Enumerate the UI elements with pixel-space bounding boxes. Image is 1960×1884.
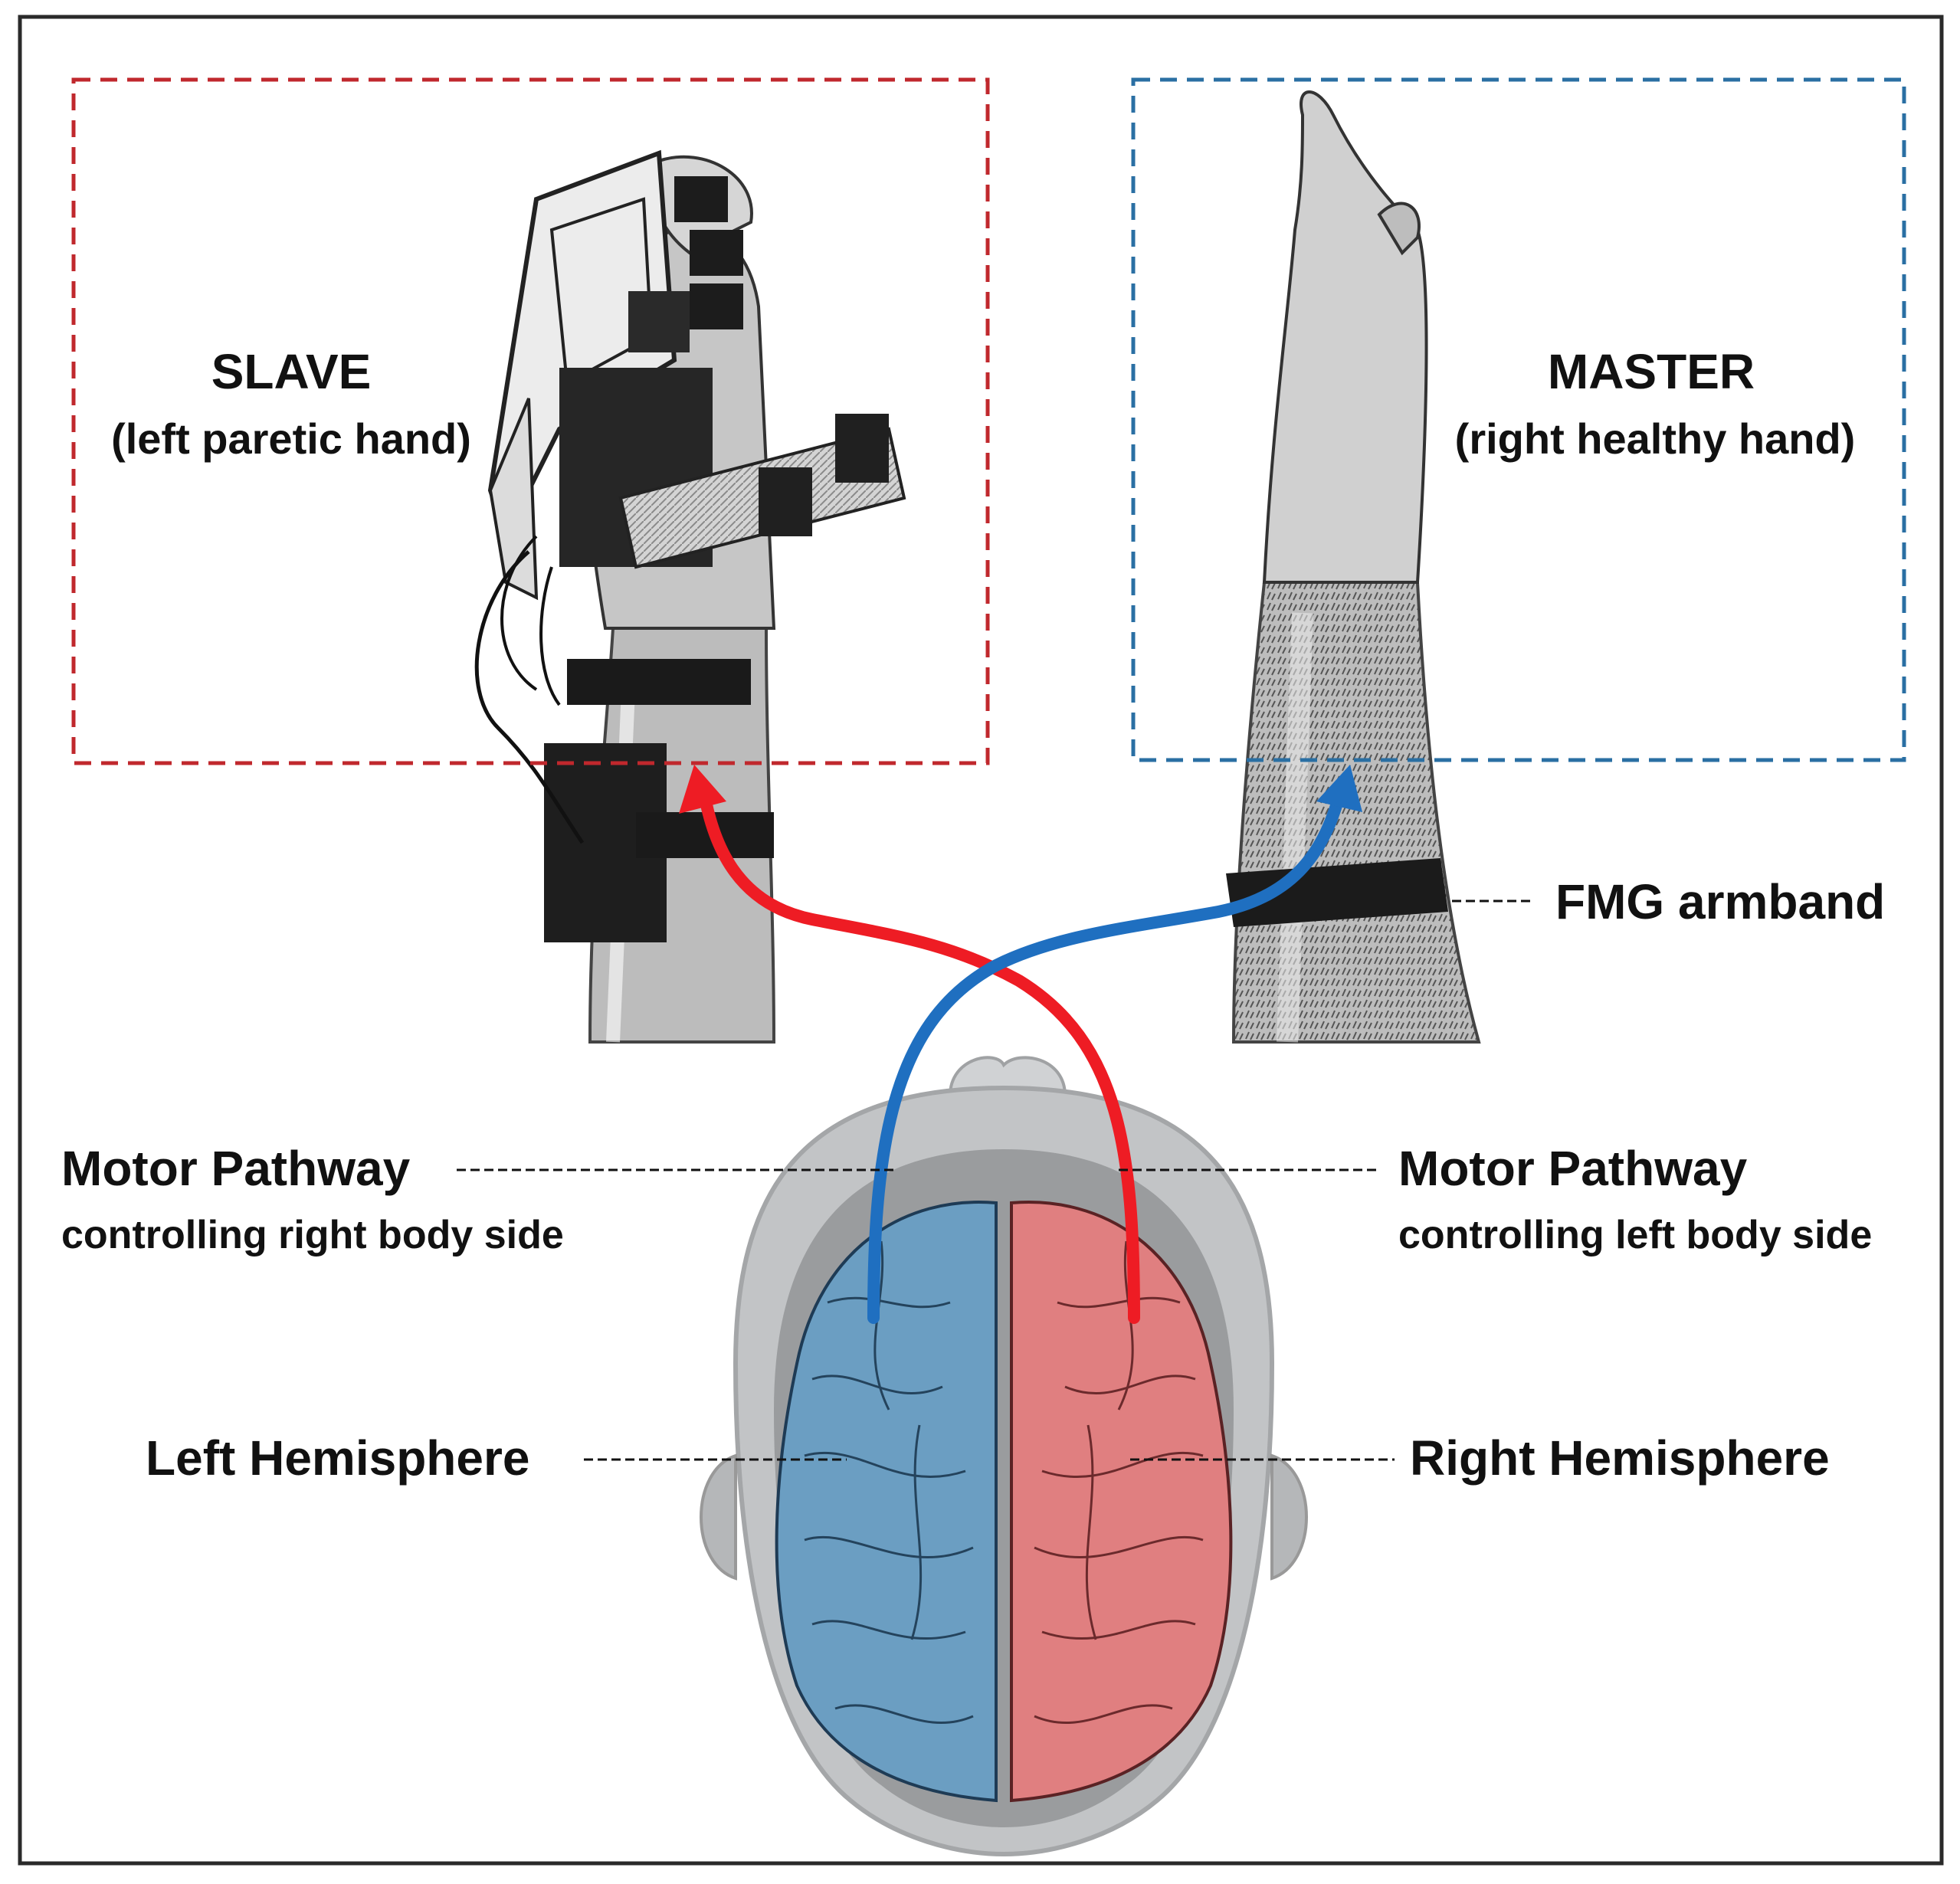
- red-motor-pathway: [697, 783, 1140, 1324]
- right-hemisphere-label: Right Hemisphere: [1410, 1430, 1830, 1486]
- slave-title: SLAVE: [211, 344, 372, 399]
- motor-pathway-right-title: Motor Pathway: [1398, 1141, 1748, 1196]
- left-hemisphere-label: Left Hemisphere: [146, 1430, 530, 1486]
- master-subtitle: (right healthy hand): [1454, 414, 1856, 463]
- slave-hand-illustration: [474, 149, 906, 1044]
- red-pathway-arrowhead: [679, 765, 726, 814]
- master-hand-illustration: [1226, 90, 1481, 1044]
- motor-pathway-left-subtitle: controlling right body side: [61, 1213, 564, 1257]
- blue-motor-pathway: [867, 783, 1347, 1324]
- slave-region-box: [71, 77, 990, 765]
- motor-pathway-right-subtitle: controlling left body side: [1398, 1213, 1873, 1257]
- master-region-box: [1131, 77, 1906, 762]
- master-title: MASTER: [1547, 344, 1755, 399]
- motor-pathway-left-title: Motor Pathway: [61, 1141, 411, 1196]
- blue-pathway-arrowhead: [1316, 765, 1362, 812]
- fmg-armband-label: FMG armband: [1555, 874, 1886, 929]
- slave-subtitle: (left paretic hand): [111, 414, 471, 463]
